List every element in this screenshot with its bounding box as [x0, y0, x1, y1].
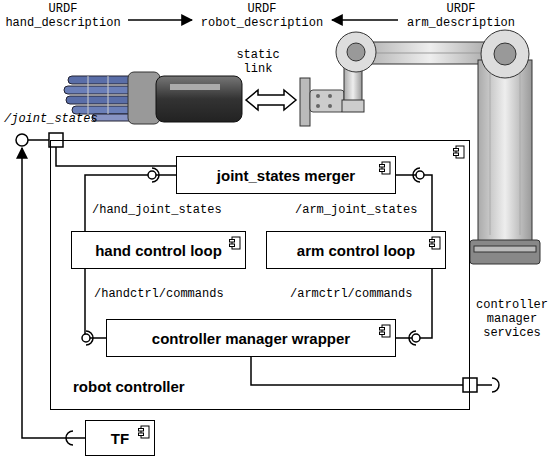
signal-label: /handctrl/commands	[94, 287, 224, 301]
static-link-arrow	[246, 90, 296, 110]
signal-label: /armctrl/commands	[290, 287, 412, 301]
connector	[16, 133, 176, 166]
arm-illustration	[336, 30, 540, 264]
component-icon	[138, 425, 150, 439]
signal-label: /hand_joint_states	[92, 203, 222, 217]
component-container: robot controller joint_states merger hand …	[50, 140, 470, 410]
component-name: controller manager wrapper	[152, 330, 350, 347]
hand-illustration	[64, 72, 344, 126]
component-box: TF	[85, 420, 155, 456]
component-box: joint_states merger	[176, 156, 396, 194]
component-icon	[429, 236, 441, 250]
component-icon	[229, 236, 241, 250]
component-box: controller manager wrapper	[106, 319, 396, 357]
connector	[396, 269, 432, 345]
component-icon	[379, 324, 391, 338]
signal-label: /arm_joint_states	[295, 203, 417, 217]
component-name: joint_states merger	[217, 167, 355, 184]
connector	[85, 168, 176, 231]
signal-label: /joint_states	[4, 112, 98, 126]
component-name: robot controller	[73, 378, 185, 395]
component-name: hand control loop	[95, 242, 222, 259]
signal-label: static link	[226, 48, 290, 76]
component-icon	[379, 161, 391, 175]
connector	[22, 148, 85, 445]
connector	[396, 168, 432, 231]
component-box: arm control loop	[266, 231, 446, 269]
connector	[82, 269, 106, 345]
component-icon	[453, 145, 465, 159]
signal-label: URDF hand_description	[0, 2, 126, 30]
component-name: TF	[111, 430, 129, 447]
connector	[251, 357, 499, 392]
component-name: arm control loop	[297, 242, 415, 259]
signal-label: URDF arm_description	[398, 2, 524, 30]
signal-label: URDF robot_description	[196, 2, 328, 30]
signal-label: controller manager services	[472, 298, 552, 340]
component-box: hand control loop	[71, 231, 246, 269]
